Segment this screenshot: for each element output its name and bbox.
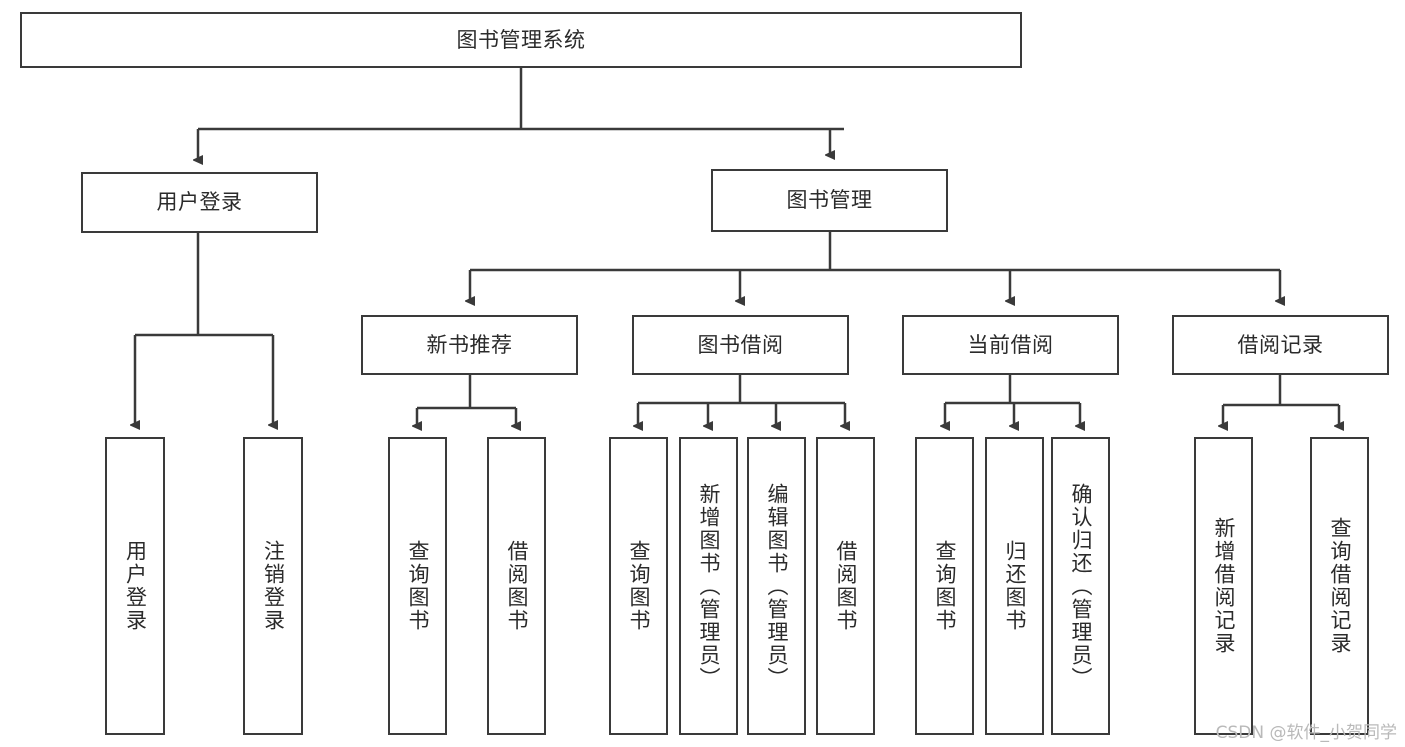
watermark-text: CSDN @软件_小贺同学 [1215,723,1397,743]
node-borrow-record[interactable]: 借阅记录 [1172,315,1389,375]
node-leaf-query-record[interactable]: 查询借阅记录 [1310,437,1369,735]
node-leaf-borrow-book-1-label: 借阅图书 [505,540,529,632]
node-leaf-add-record[interactable]: 新增借阅记录 [1194,437,1253,735]
node-leaf-borrow-book-2-label: 借阅图书 [834,540,858,632]
node-leaf-borrow-book-1[interactable]: 借阅图书 [487,437,546,735]
node-leaf-query-book-2-label: 查询图书 [627,540,651,632]
node-book-borrow-label: 图书借阅 [697,332,784,357]
node-leaf-add-book-label: 新增图书（管理员） [697,482,721,690]
node-leaf-return-book-label: 归还图书 [1003,540,1027,632]
node-current-borrow-label: 当前借阅 [967,332,1054,357]
node-book-manage-label: 图书管理 [786,188,873,213]
node-leaf-user-login[interactable]: 用户登录 [105,437,165,735]
node-leaf-confirm-return[interactable]: 确认归还（管理员） [1051,437,1110,735]
node-leaf-return-book[interactable]: 归还图书 [985,437,1044,735]
node-leaf-query-book-1[interactable]: 查询图书 [388,437,447,735]
node-leaf-borrow-book-2[interactable]: 借阅图书 [816,437,875,735]
node-user-login[interactable]: 用户登录 [81,172,318,233]
node-leaf-query-book-3-label: 查询图书 [933,540,957,632]
node-leaf-add-book[interactable]: 新增图书（管理员） [679,437,738,735]
node-book-manage[interactable]: 图书管理 [711,169,948,232]
node-current-borrow[interactable]: 当前借阅 [902,315,1119,375]
node-leaf-edit-book-label: 编辑图书（管理员） [765,482,789,690]
node-user-login-label: 用户登录 [156,190,243,215]
node-new-book-rec-label: 新书推荐 [426,332,513,357]
node-book-borrow[interactable]: 图书借阅 [632,315,849,375]
node-root[interactable]: 图书管理系统 [20,12,1022,68]
node-leaf-query-book-2[interactable]: 查询图书 [609,437,668,735]
node-borrow-record-label: 借阅记录 [1237,332,1324,357]
node-leaf-query-record-label: 查询借阅记录 [1328,517,1352,655]
node-leaf-query-book-3[interactable]: 查询图书 [915,437,974,735]
node-root-label: 图书管理系统 [456,27,586,52]
node-leaf-edit-book[interactable]: 编辑图书（管理员） [747,437,806,735]
node-leaf-user-login-label: 用户登录 [123,540,148,632]
node-new-book-rec[interactable]: 新书推荐 [361,315,578,375]
node-leaf-logout[interactable]: 注销登录 [243,437,303,735]
node-leaf-logout-label: 注销登录 [261,540,286,632]
node-leaf-add-record-label: 新增借阅记录 [1212,517,1236,655]
node-leaf-query-book-1-label: 查询图书 [406,540,430,632]
node-leaf-confirm-return-label: 确认归还（管理员） [1069,482,1093,690]
